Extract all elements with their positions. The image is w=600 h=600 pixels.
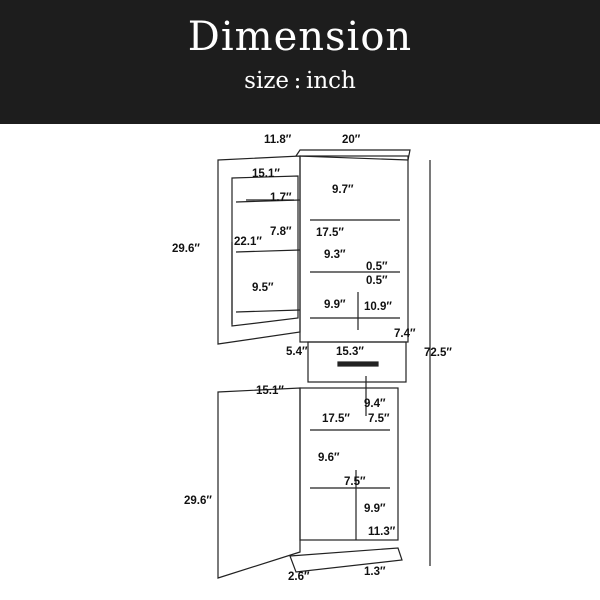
- banner-title: Dimension: [187, 14, 413, 60]
- dim-shelf-thickness-a: 0.5″: [366, 261, 388, 273]
- cabinet-top: [294, 149, 411, 161]
- dim-door-rack-gap: 1.7″: [270, 192, 292, 204]
- dim-lower-shelf-depth-top: 7.5″: [368, 413, 390, 425]
- title-banner: Dimension size : inch: [0, 0, 600, 124]
- dim-lower-gap-top: 9.4″: [364, 398, 386, 410]
- dim-top-depth: 11.8″: [264, 134, 292, 146]
- dimension-labels: 11.8″ 20″ 15.1″ 9.7″ 1.7″ 7.8″ 17.5″ 22.…: [172, 134, 452, 583]
- dim-lower-door-height: 29.6″: [184, 495, 212, 507]
- dim-door-inner-height: 22.1″: [234, 236, 262, 248]
- dim-drawer-inner-height: 5.4″: [286, 346, 308, 358]
- dim-door-rack-lower: 9.5″: [252, 282, 274, 294]
- dim-foot-width: 2.6″: [288, 571, 310, 583]
- dim-lower-door-width: 15.1″: [256, 385, 284, 397]
- dim-upper-door-width: 15.1″: [252, 168, 280, 180]
- dim-total-height: 72.5″: [424, 347, 452, 359]
- dim-upper-shelf-gap-top: 9.7″: [332, 184, 354, 196]
- dim-drawer-width: 15.3″: [336, 346, 364, 358]
- door-rack-low: [235, 309, 301, 313]
- drawer-handle: [337, 361, 379, 367]
- dim-door-rack-height: 7.8″: [270, 226, 292, 238]
- dim-lower-shelf-depth-mid: 7.5″: [344, 476, 366, 488]
- dim-top-width: 20″: [342, 134, 361, 146]
- dim-upper-inner-width: 17.5″: [316, 227, 344, 239]
- dim-lower-gap-bottom: 9.9″: [364, 503, 386, 515]
- base-plinth: [289, 547, 403, 573]
- cabinet-body-upper: [299, 155, 409, 343]
- lower-door: [217, 387, 301, 579]
- door-rack-mid: [235, 249, 301, 253]
- dim-upper-shelf-depth: 10.9″: [364, 301, 392, 313]
- dim-upper-door-height: 29.6″: [172, 243, 200, 255]
- dim-base-height: 1.3″: [364, 566, 386, 578]
- dim-drawer-height: 7.4″: [394, 328, 416, 340]
- dim-upper-shelf-gap-mid: 9.3″: [324, 249, 346, 261]
- dim-shelf-thickness-b: 0.5″: [366, 275, 388, 287]
- dim-lower-inner-width: 17.5″: [322, 413, 350, 425]
- banner-subtitle: size : inch: [244, 68, 356, 94]
- cabinet-dimension-drawing: 11.8″ 20″ 15.1″ 9.7″ 1.7″ 7.8″ 17.5″ 22.…: [172, 134, 452, 583]
- dim-lower-gap-mid: 9.6″: [318, 452, 340, 464]
- drawer: [307, 341, 407, 383]
- cabinet-outline: [217, 149, 431, 579]
- cabinet-body-lower: [299, 387, 399, 541]
- dim-base-depth: 11.3″: [368, 526, 396, 538]
- dim-upper-shelf-gap-bottom: 9.9″: [324, 299, 346, 311]
